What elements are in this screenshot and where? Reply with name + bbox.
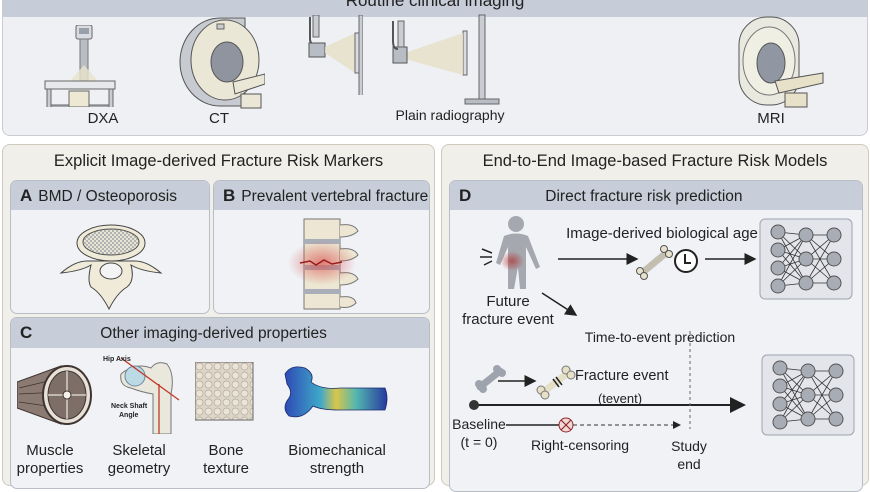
nn-node	[770, 224, 786, 240]
panel-c-title: Other imaging-derived properties	[100, 325, 327, 342]
item-bone-texture: Bone texture	[186, 442, 266, 478]
nn-connection	[777, 234, 807, 287]
item-skeletal-line2: geometry	[107, 460, 171, 477]
future-fracture-line1: Future	[486, 293, 530, 310]
item-bone-texture-line1: Bone	[208, 442, 244, 459]
nn-node	[828, 387, 844, 403]
nn-connection	[805, 234, 835, 284]
nn-node	[826, 251, 842, 267]
neural-network-icon-bottom	[761, 354, 855, 436]
right-censoring-label: Right-censoring	[530, 437, 630, 453]
end-to-end-title: End-to-End Image-based Fracture Risk Mod…	[482, 152, 828, 170]
end-to-end-models-panel: End-to-End Image-based Fracture Risk Mod…	[441, 144, 869, 492]
panel-c-header: C Other imaging-derived properties	[11, 318, 429, 348]
xray-machine-icon	[308, 15, 363, 95]
item-biomechanical-line2: strength	[309, 460, 365, 477]
mri-scanner-icon	[738, 16, 824, 108]
tte-label: Time-to-event prediction	[584, 329, 736, 345]
panel-d-diagram	[469, 216, 855, 436]
item-muscle-line2: properties	[16, 460, 84, 477]
fracture-event-label: Fracture event	[575, 368, 669, 384]
nn-node	[828, 363, 844, 379]
nn-node	[772, 396, 788, 412]
nn-connection	[779, 370, 809, 423]
panel-d: D Direct fracture risk prediction	[449, 180, 863, 492]
study-end-line1: Study	[671, 438, 707, 454]
muscle-cross-section-icon	[17, 365, 92, 425]
nn-node	[800, 387, 816, 403]
panel-b-header: B Prevalent vertebral fracture	[214, 181, 429, 210]
nn-node	[772, 414, 788, 430]
item-muscle: Muscle properties	[11, 442, 95, 478]
item-skeletal: Skeletal geometry	[99, 442, 179, 478]
study-end-label: Study end	[664, 437, 714, 473]
future-fracture-line2: fracture event	[462, 311, 554, 328]
nn-node	[798, 251, 814, 267]
panel-d-letter: D	[459, 186, 472, 205]
nn-node	[770, 260, 786, 276]
nn-node	[772, 378, 788, 394]
finite-element-bone-icon	[284, 366, 388, 418]
healthy-bone-icon	[475, 365, 506, 393]
modality-label-ct: CT	[209, 110, 229, 127]
panel-c: C Other imaging-derived properties Hip Ax…	[10, 317, 430, 489]
nn-connection	[807, 370, 837, 420]
explicit-markers-panel: Explicit Image-derived Fracture Risk Mar…	[2, 144, 435, 489]
nn-node	[826, 275, 842, 291]
item-biomechanical-line1: Biomechanical	[288, 442, 386, 459]
modality-label-mri: MRI	[757, 110, 785, 127]
item-skeletal-line1: Skeletal	[112, 442, 166, 459]
panel-d-header: D Direct fracture risk prediction	[450, 181, 862, 210]
explicit-markers-title: Explicit Image-derived Fracture Risk Mar…	[53, 152, 384, 170]
routine-imaging-title: Routine clinical imaging	[3, 0, 867, 17]
dxa-scanner-icon	[44, 25, 116, 107]
item-muscle-line1: Muscle	[26, 442, 74, 459]
nn-node	[828, 411, 844, 427]
person-icon	[480, 216, 540, 289]
xray-stand-icon	[392, 14, 500, 105]
fractured-bone-icon	[536, 365, 576, 400]
panel-b-letter: B	[223, 186, 236, 205]
nn-connection	[779, 367, 809, 420]
nn-node	[798, 275, 814, 291]
nn-node	[770, 278, 786, 294]
t-event-label: (tevent)	[597, 391, 643, 406]
baseline-label: Baseline (t = 0)	[450, 415, 508, 451]
ct-scanner-icon	[179, 17, 265, 109]
vertebral-fracture-icon	[288, 218, 359, 310]
nn-connection	[777, 231, 807, 284]
nn-node	[798, 227, 814, 243]
nn-node	[772, 360, 788, 376]
item-biomechanical: Biomechanical strength	[281, 442, 393, 478]
hip-geometry-icon: Hip Axis Neck Shaft Angle	[103, 356, 180, 434]
bone-texture-icon	[195, 362, 254, 421]
study-end-line2: end	[677, 456, 701, 472]
panel-a-title: BMD / Osteoporosis	[38, 188, 177, 205]
future-fracture-label: Future fracture event	[458, 293, 558, 329]
bone-plus-clock-icon	[636, 245, 698, 280]
panel-a: A BMD / Osteoporosis	[10, 180, 210, 314]
baseline-line2: (t = 0)	[460, 434, 498, 450]
nn-node	[826, 227, 842, 243]
nn-node	[770, 242, 786, 258]
item-bone-texture-line2: texture	[203, 460, 249, 477]
hip-axis-label: Hip Axis	[103, 356, 131, 363]
bio-age-label: Image-derived biological age	[566, 225, 758, 242]
panel-c-letter: C	[20, 323, 33, 342]
neural-network-icon-top	[759, 218, 853, 300]
neck-shaft-label-1: Neck Shaft	[111, 403, 148, 410]
panel-b: B Prevalent vertebral fracture	[213, 180, 430, 314]
vertebra-icon	[59, 224, 163, 311]
nn-node	[800, 411, 816, 427]
nn-node	[800, 363, 816, 379]
modality-label-dxa: DXA	[87, 110, 119, 127]
routine-imaging-panel: Routine clinical imaging DXA CT	[2, 0, 868, 136]
modality-label-radiography: Plain radiography	[395, 107, 505, 123]
panel-a-letter: A	[20, 186, 33, 205]
panel-a-header: A BMD / Osteoporosis	[11, 181, 209, 210]
panel-d-title: Direct fracture risk prediction	[545, 188, 743, 205]
panel-b-title: Prevalent vertebral fracture	[241, 188, 429, 205]
neck-shaft-label-2: Angle	[119, 412, 139, 419]
baseline-line1: Baseline	[452, 416, 506, 432]
